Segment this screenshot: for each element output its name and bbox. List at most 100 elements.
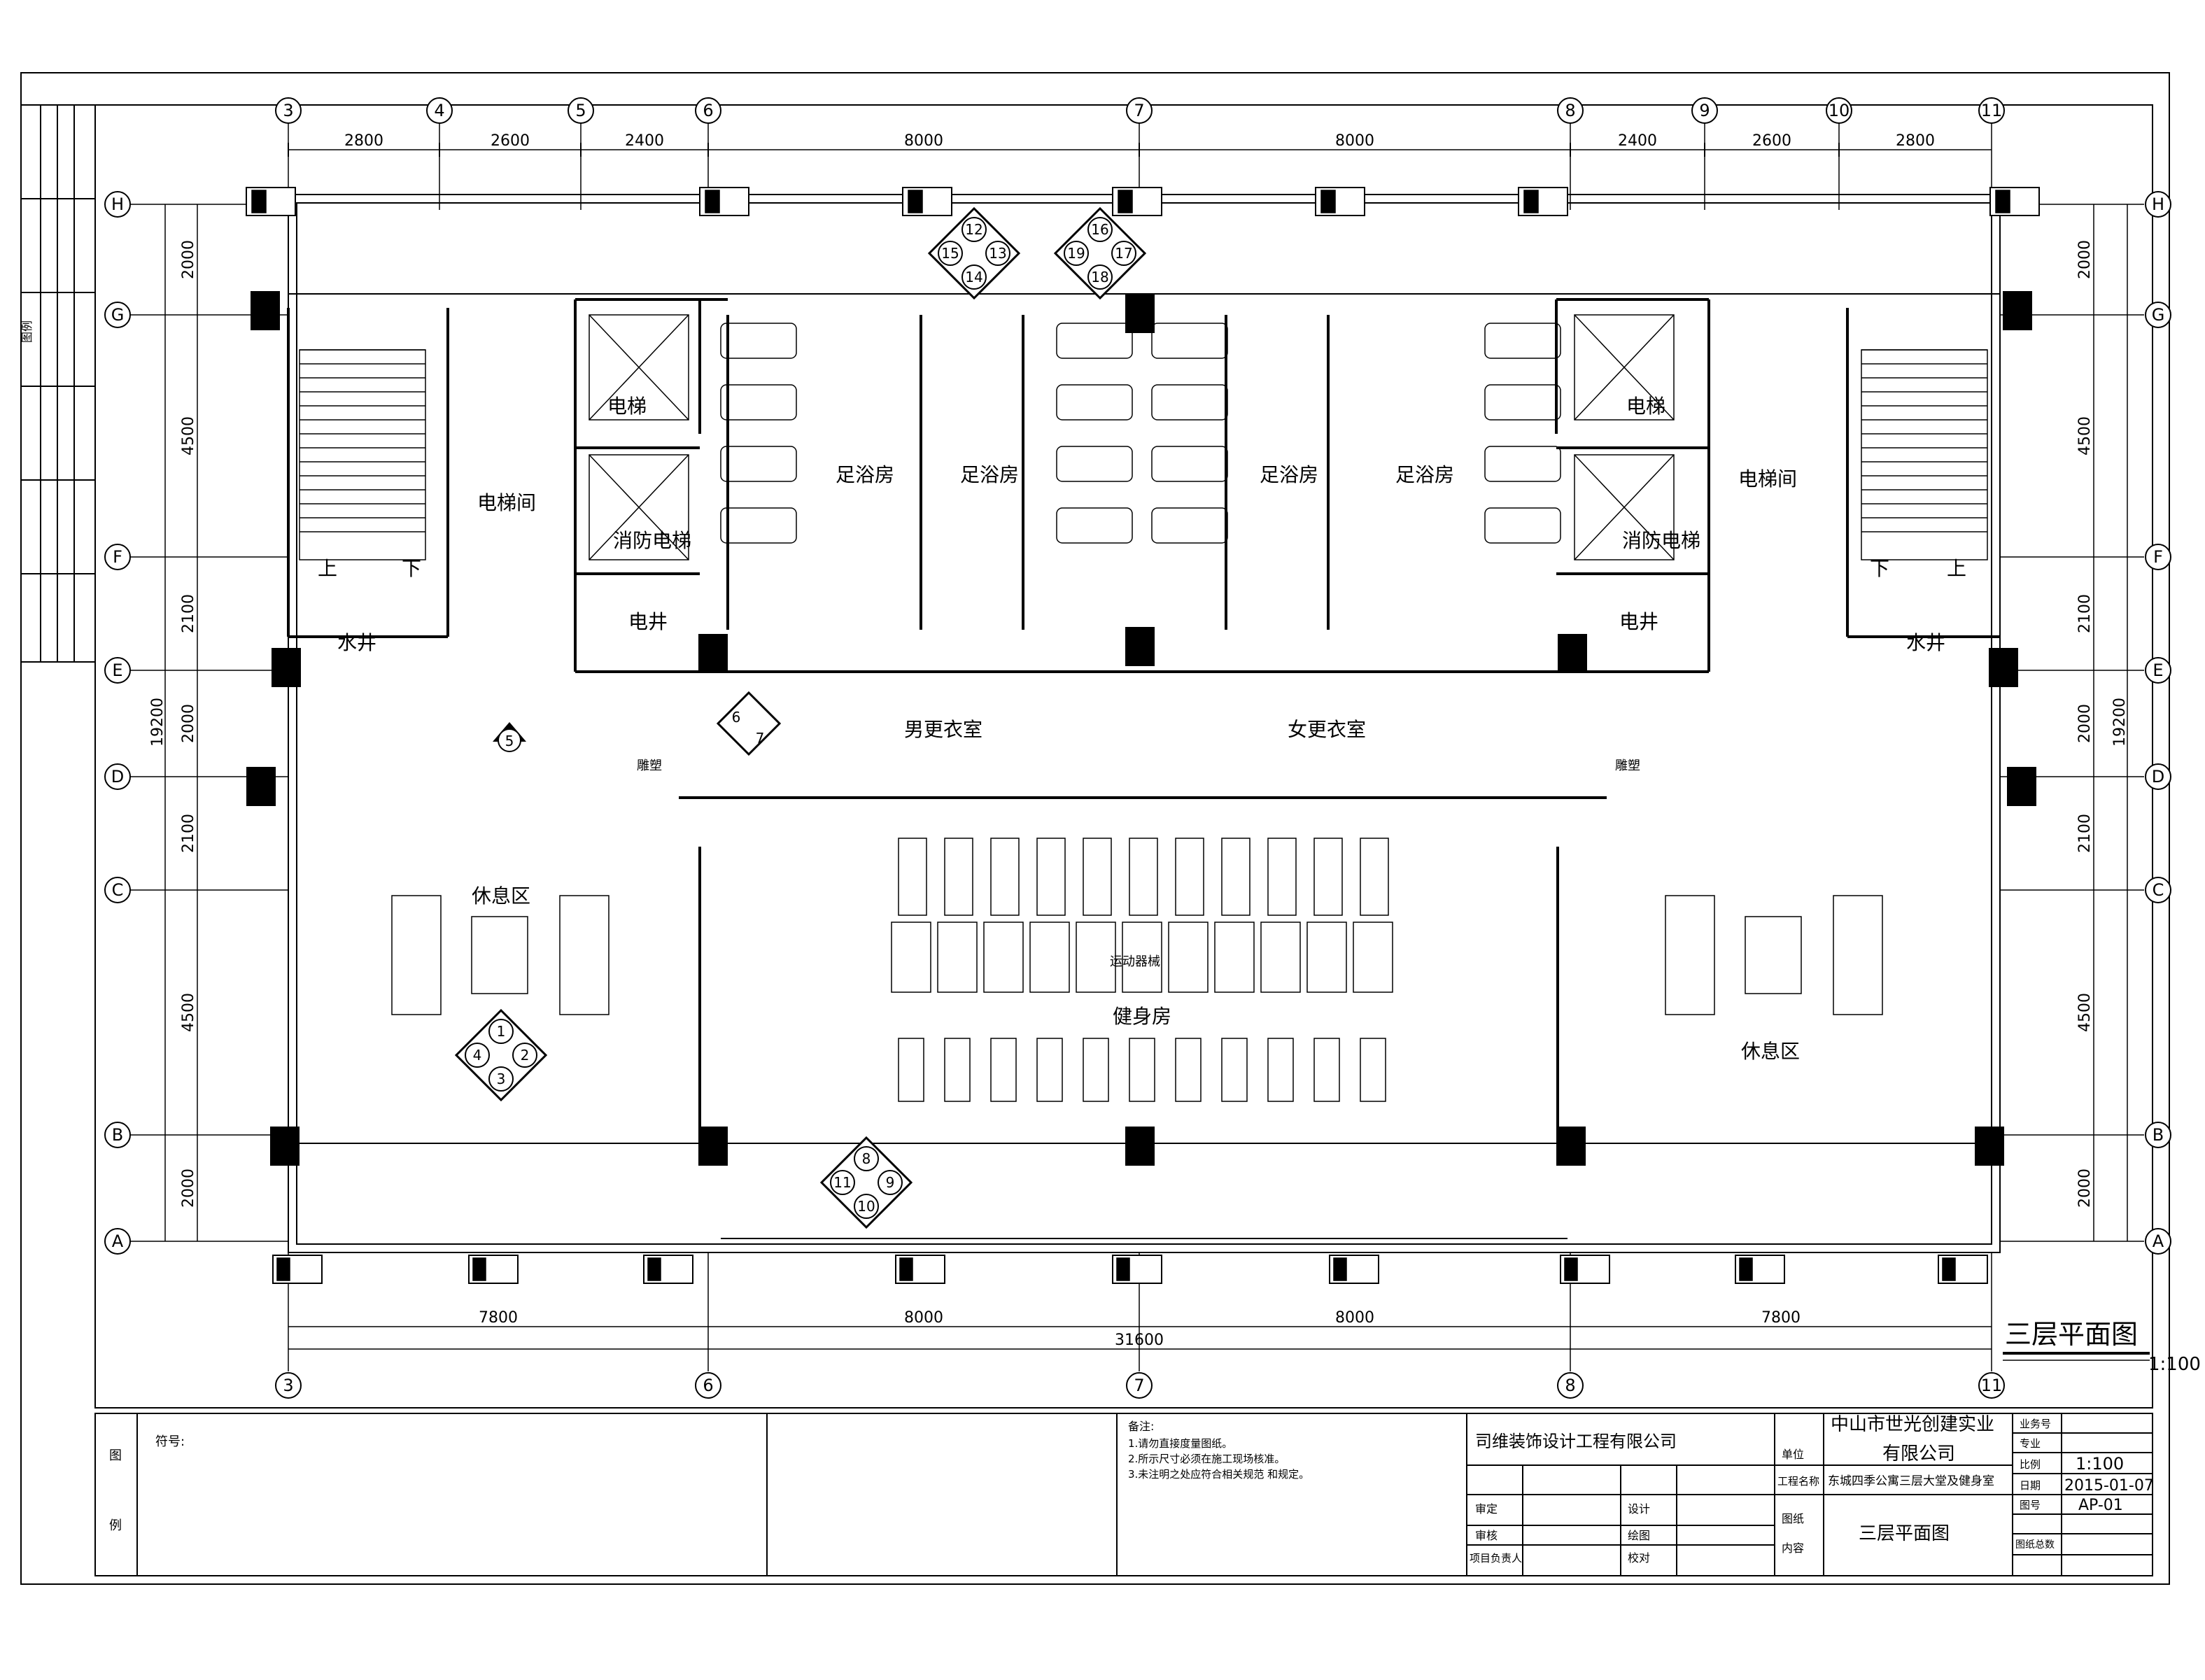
gym-machine-top-3 [1036,838,1066,916]
drawing-title-block: 三层平面图 1:100 [2003,1319,2201,1375]
gym-machine-mid-9 [1306,922,1347,993]
foot-chair-0-1 [720,384,797,421]
room-foot-bath-2: 足浴房 [960,463,1019,486]
column-2 [1125,1127,1155,1166]
elevator-car-0 [589,314,689,421]
marker-b-ring-3 [1064,241,1089,266]
right-dim-5: 4500 [2076,993,2094,1032]
drawing-scale: 1:100 [2148,1354,2201,1375]
marker-b-ring-0 [1087,217,1113,242]
marker-b-num-3: 19 [1067,245,1085,262]
marker-d-num-3: 11 [833,1174,851,1191]
grid-bubble-10 [1826,97,1852,124]
room-stair-right: 电梯间 [1738,467,1797,490]
grid-label-right-H: H [2152,195,2164,214]
room-water-right: 水井 [1906,631,1945,654]
grid-bubble-right-B [2145,1122,2171,1148]
marker-c-num-3: 4 [473,1047,482,1064]
title-block-text: 图 例 符号: 备注: 1.请勿直接度量图纸。 2.所示尺寸必须在施工现场核准。… [109,1414,2154,1565]
foot-chair-3-1 [1484,384,1561,421]
grid-bubble-right-F [2145,544,2171,570]
grid-label-5: 5 [575,101,586,120]
gym-machine-bottom-1 [944,1038,971,1102]
project-name: 东城四季公寓三层大堂及健身室 [1828,1474,1994,1488]
grid-label-bottom-3: 3 [283,1376,293,1395]
foot-chair-0-2 [720,446,797,482]
grid-bubble-bottom-7 [1126,1372,1153,1399]
foot-chair-3-2 [1484,446,1561,482]
grid-bubble-D [104,763,131,790]
gym-machine-bottom-2 [990,1038,1017,1102]
marker-c-num-2: 3 [497,1071,506,1087]
title-block [94,1413,2153,1576]
gym-machine-mid-4 [1076,922,1116,993]
gym-machine-mid-3 [1029,922,1070,993]
marker-c-ring-1 [512,1043,537,1068]
tb-label-review: 审核 [1475,1529,1498,1542]
gym-machine-mid-10 [1353,922,1393,993]
marker-c-ring-0 [488,1019,514,1044]
field-scale: 比例 [2020,1458,2041,1471]
grid-bubble-right-H [2145,191,2171,218]
marker-a-ring-2 [961,264,987,290]
gym-machine-top-9 [1313,838,1343,916]
room-labels: 电梯间电梯间电梯电梯消防电梯消防电梯电井电井水井水井足浴房足浴房足浴房足浴房男更… [318,395,1966,1063]
foot-chair-1-3 [1056,507,1133,544]
gym-machine-bottom-4 [1083,1038,1109,1102]
room-elevator-right: 电梯 [1626,395,1665,418]
total-width-label: 31600 [1115,1332,1164,1349]
room-elevator-left: 电梯 [607,395,647,418]
grid-bubble-bottom-6 [695,1372,721,1399]
grid-label-right-G: G [2152,305,2165,325]
column-0 [270,1127,300,1166]
room-sculpture-right: 雕塑 [1615,758,1640,773]
left-dim-1: 4500 [180,416,197,456]
stair-1 [1861,349,1988,560]
grid-bubble-5 [568,97,594,124]
room-fire-elevator-right: 消防电梯 [1622,529,1700,552]
room-equipment: 运动器械 [1110,954,1160,969]
room-stair-left: 电梯间 [477,491,536,514]
grid-bubble-11 [1978,97,2005,124]
column-12 [2007,767,2036,806]
column-4 [1975,1127,2004,1166]
window-top-jamb-3 [1118,190,1133,213]
notes-title: 备注: [1128,1420,1154,1433]
elevator-x-b-3 [1574,454,1675,560]
content-label-2: 内容 [1782,1541,1804,1555]
marker-c-num-0: 1 [497,1023,506,1040]
grid-label-F: F [113,547,122,567]
window-top-jamb-4 [1320,190,1336,213]
marker-a [927,206,1021,300]
grid-bubble-3 [275,97,302,124]
scale-value: 1:100 [2076,1454,2124,1474]
top-dim-7: 2800 [1896,132,1935,150]
structural-columns [246,291,2036,1166]
legend-col-top: 图 [109,1448,122,1463]
stair-down-left: 下 [402,557,421,580]
window-bottom-jamb-2 [647,1257,661,1281]
grid-bubble-A [104,1228,131,1255]
window-bottom-jamb-6 [1564,1257,1578,1281]
grid-bubble-7 [1126,97,1153,124]
gym-machine-bottom-10 [1360,1038,1386,1102]
gym-machine-mid-7 [1214,922,1255,993]
grid-label-C: C [112,880,124,900]
gym-machine-bottom-8 [1267,1038,1294,1102]
grid-label-3: 3 [283,101,293,120]
elevator-car-1 [589,454,689,560]
field-total-sheets: 图纸总数 [2015,1539,2055,1551]
lounge-table-1 [1745,916,1802,994]
left-dim-4: 2100 [180,814,197,853]
marker-b-num-2: 18 [1091,269,1108,285]
grid-label-bottom-6: 6 [703,1376,713,1395]
grid-label-bottom-7: 7 [1134,1376,1144,1395]
grid-label-6: 6 [703,101,713,120]
room-elec-left: 电井 [628,610,668,633]
foot-chair-2-0 [1151,323,1228,359]
marker-b-num-1: 17 [1115,245,1132,262]
grid-bubble-6 [695,97,721,124]
elevator-x-b-2 [1574,314,1675,421]
grid-label-4: 4 [434,101,444,120]
